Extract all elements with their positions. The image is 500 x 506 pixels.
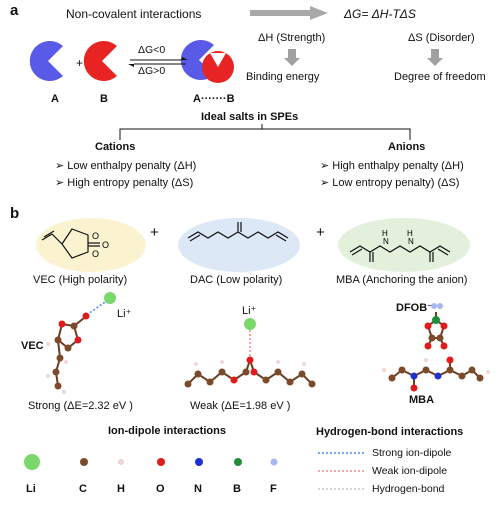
arrow-down-strength: [284, 49, 300, 66]
vec-mol-label: VEC: [21, 340, 44, 352]
li-label-1: Li⁺: [117, 308, 132, 320]
anion-item-2: ➢ Low entropy penalty) (ΔS): [320, 177, 460, 189]
vec-structure: [41, 228, 100, 259]
dac-bubble: [178, 218, 300, 272]
atom-label-li: Li: [26, 483, 36, 495]
vec-label: VEC (High polarity): [33, 274, 128, 286]
dac-structure: [187, 222, 289, 242]
arrow-down-disorder: [427, 49, 443, 66]
svg-text:N: N: [383, 237, 389, 246]
anions-title: Anions: [388, 141, 426, 153]
atom-b: [234, 458, 242, 466]
weak-energy: Weak (ΔE=1.98 eV ): [190, 400, 291, 412]
svg-text:O: O: [92, 249, 99, 259]
degree-of-freedom: Degree of freedom: [394, 71, 486, 83]
label-b: B: [100, 93, 108, 105]
atom-n: [195, 458, 203, 466]
dh-strength: ΔH (Strength): [258, 32, 326, 44]
hbond-title: Hydrogen-bond interactions: [316, 426, 464, 438]
atom-label-n: N: [194, 483, 202, 495]
atom-label-h: H: [117, 483, 125, 495]
panel-a-label: a: [10, 2, 19, 19]
svg-text:H: H: [407, 229, 413, 238]
dac-label: DAC (Low polarity): [190, 274, 283, 286]
svg-text:O: O: [102, 240, 109, 250]
atom-label-c: C: [79, 483, 87, 495]
plus-sign-a: +: [76, 56, 84, 70]
svg-text:H: H: [382, 229, 388, 238]
anion-item-1: ➢ High enthalpy penalty (ΔH): [320, 160, 464, 172]
salts-bracket: [119, 124, 411, 140]
pacman-b: [83, 40, 117, 81]
atom-h: [118, 459, 124, 465]
atom-o: [157, 458, 165, 466]
label-a: A: [51, 93, 59, 105]
pacman-a: [29, 40, 64, 81]
ds-disorder: ΔS (Disorder): [408, 32, 475, 44]
binding-energy: Binding energy: [246, 71, 320, 83]
strong-energy: Strong (ΔE=2.32 eV ): [28, 400, 133, 412]
legend-weak: Weak ion-dipole: [372, 465, 448, 477]
atom-f: [270, 458, 278, 466]
forward-arrow-label: ΔG<0: [138, 44, 166, 56]
dfob-mba-3d-model: [382, 303, 490, 392]
cation-item-2: ➢ High entropy penalty (ΔS): [55, 177, 194, 189]
atom-c: [80, 458, 88, 466]
atom-li: [24, 454, 40, 470]
reverse-arrow-label: ΔG>0: [138, 65, 166, 77]
svg-text:N: N: [408, 237, 414, 246]
gibbs-equation: ΔG= ΔH-TΔS: [344, 7, 416, 21]
mba-mol-label: MBA: [409, 394, 435, 406]
atom-label-o: O: [156, 483, 165, 495]
label-ab: A·······B: [193, 93, 235, 105]
li-label-2: Li⁺: [242, 305, 257, 317]
noncovalent-title: Non-covalent interactions: [66, 7, 202, 21]
legend-hbond: Hydrogen-bond: [372, 483, 445, 495]
mba-structure: [349, 245, 451, 262]
vec-bubble: [36, 218, 146, 272]
gibbs-arrow: [250, 6, 328, 20]
legend-strong: Strong ion-dipole: [372, 447, 452, 459]
pacman-b-mouth: [210, 53, 226, 67]
plus-sign-b1: +: [150, 224, 159, 241]
ion-dipole-title: Ion-dipole interactions: [108, 425, 226, 437]
atom-label-f: F: [270, 483, 277, 495]
panel-b-label: b: [10, 205, 20, 222]
plus-sign-b2: +: [316, 224, 325, 241]
cations-title: Cations: [95, 141, 136, 153]
vec-3d-model: [46, 292, 116, 394]
ideal-salts-title: Ideal salts in SPEs: [201, 111, 299, 123]
mba-label: MBA (Anchoring the anion): [336, 274, 468, 286]
mba-bubble: [338, 218, 470, 272]
atom-label-b: B: [233, 483, 241, 495]
svg-text:O: O: [92, 231, 99, 241]
dac-3d-model: [184, 318, 316, 388]
dfob-label: DFOB⁻: [396, 302, 433, 314]
atom-legend: [24, 454, 278, 470]
cation-item-1: ➢ Low enthalpy penalty (ΔH): [55, 160, 197, 172]
